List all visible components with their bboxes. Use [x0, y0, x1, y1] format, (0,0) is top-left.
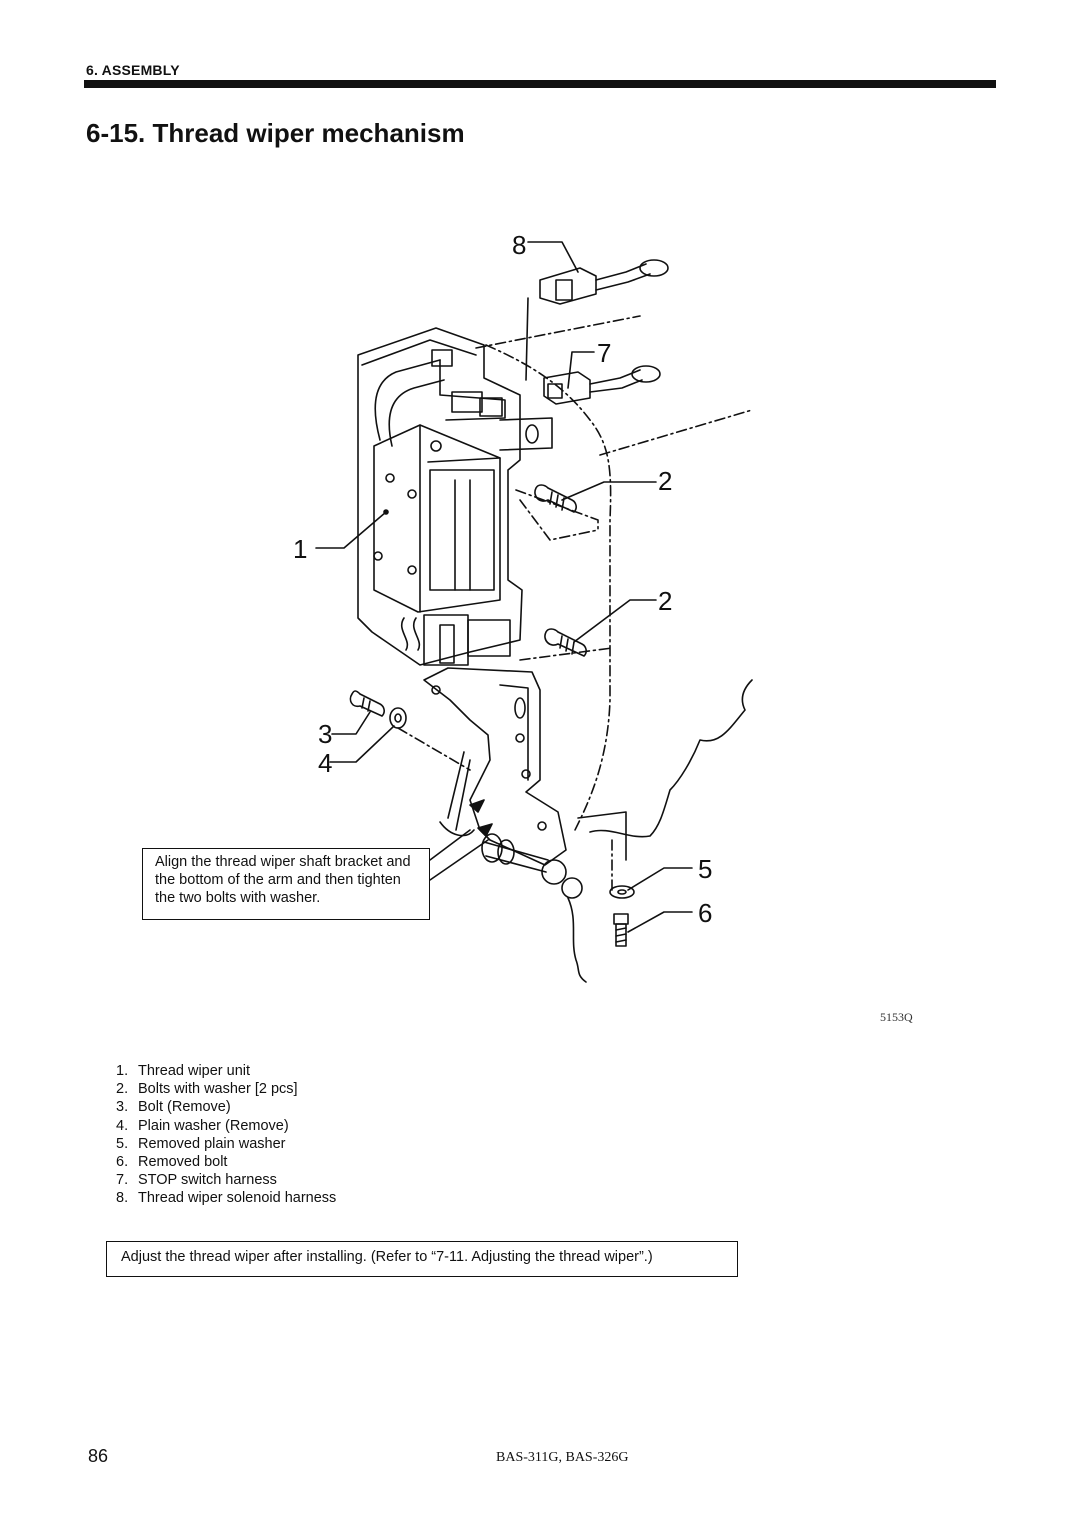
callout-5: 5: [698, 854, 712, 884]
thread-wiper-diagram: 8 7 2 1 2 3 4 5 6: [293, 230, 753, 983]
list-item: 7.STOP switch harness: [116, 1172, 277, 1189]
list-item: 3.Bolt (Remove): [116, 1099, 231, 1116]
callout-8: 8: [512, 230, 526, 260]
solenoid-body: [373, 424, 501, 613]
callout-3: 3: [318, 719, 332, 749]
parts-list: 1.Thread wiper unit 2.Bolts with washer …: [116, 1062, 336, 1208]
section-label: 6. ASSEMBLY: [86, 62, 180, 78]
callout-4: 4: [318, 748, 332, 778]
list-item: 2.Bolts with washer [2 pcs]: [116, 1081, 298, 1098]
page-title: 6-15. Thread wiper mechanism: [86, 118, 465, 148]
figure-code: 5153Q: [880, 1010, 913, 1024]
callout-1: 1: [293, 534, 307, 564]
figure-note: Align the thread wiper shaft bracket and…: [142, 848, 430, 920]
callout-7: 7: [597, 338, 611, 368]
list-item: 5.Removed plain washer: [116, 1135, 286, 1152]
page-number: 86: [88, 1446, 109, 1466]
bolt-lower: [544, 628, 587, 657]
section-rule: [84, 80, 996, 88]
callout-6: 6: [698, 898, 712, 928]
solenoid-connector: [539, 259, 669, 305]
callout-2-upper: 2: [658, 466, 672, 496]
list-item: 6.Removed bolt: [116, 1154, 228, 1171]
list-item: 4.Plain washer (Remove): [116, 1117, 289, 1134]
housing-plate: [357, 327, 523, 666]
model-label: BAS-311G, BAS-326G: [496, 1450, 629, 1465]
adjust-note: Adjust the thread wiper after installing…: [106, 1241, 738, 1277]
list-item: 1.Thread wiper unit: [116, 1063, 251, 1079]
stop-switch-connector: [543, 365, 661, 405]
list-item: 8.Thread wiper solenoid harness: [116, 1190, 337, 1207]
callout-2-lower: 2: [658, 586, 672, 616]
